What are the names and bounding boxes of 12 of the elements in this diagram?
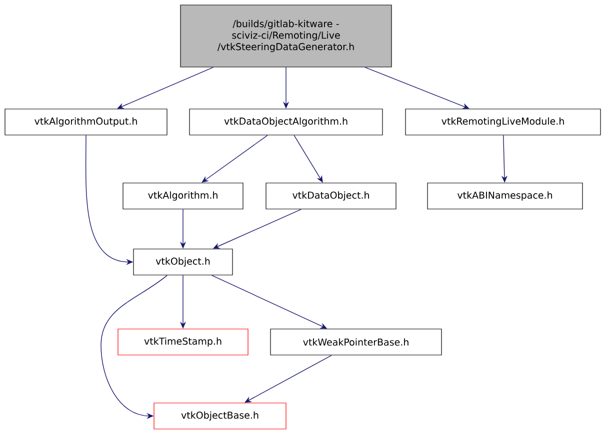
file-box: vtkDataObjectAlgorithm.h	[189, 108, 383, 136]
file-box: vtkAlgorithm.h	[122, 182, 244, 210]
file-box: /builds/gitlab-kitware -sciviz-ci/Remoting/Live /vtkSteeringDataGenerator.h	[180, 4, 392, 68]
file-box: vtkObject.h	[133, 248, 233, 276]
file-box: vtkRemotingLiveModule.h	[405, 108, 601, 136]
file-box: vtkTimeStamp.h	[118, 328, 248, 356]
file-box: vtkAlgorithmOutput.h	[4, 108, 168, 136]
file-box: vtkABINamespace.h	[427, 182, 583, 210]
file-box: vtkObjectBase.h	[154, 402, 286, 430]
file-box: vtkDataObject.h	[266, 182, 396, 210]
file-box: vtkWeakPointerBase.h	[270, 328, 442, 356]
arrow	[202, 134, 268, 183]
